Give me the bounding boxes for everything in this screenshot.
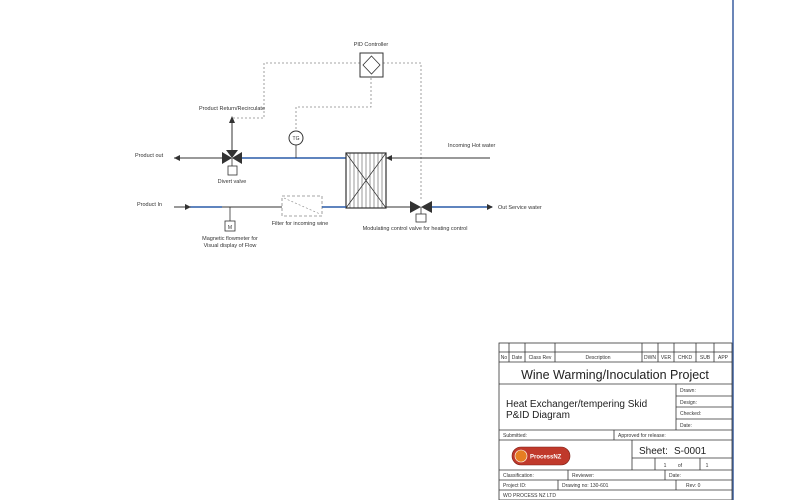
product-return: Product Return/Recirculate	[199, 106, 265, 150]
heat-exchanger	[345, 152, 387, 209]
left-arrow-icon	[386, 155, 392, 161]
logo-text: ProcessNZ	[530, 455, 562, 461]
product-in-line: Product In	[137, 202, 282, 210]
sheet-of: of	[678, 463, 683, 469]
signal-to-modulating-valve	[383, 62, 422, 200]
service-water-outlet: Out Service water	[386, 204, 542, 211]
title-block	[498, 342, 733, 500]
flowmeter-label-line2: Visual display of Flow	[204, 243, 257, 249]
sheet-count-right: 1	[706, 463, 709, 469]
date2-label: Date:	[669, 473, 681, 479]
product-out-label: Product out	[135, 153, 164, 159]
temperature-gauge: TG	[288, 130, 304, 158]
project-id-label: Project ID:	[503, 483, 526, 489]
design-label: Design:	[680, 400, 697, 406]
project-title: Wine Warming/Inoculation Project	[521, 368, 709, 382]
rev-header: DWN	[644, 355, 656, 361]
drawing-title-line1: Heat Exchanger/tempering Skid	[506, 399, 647, 410]
signal-from-gauge	[295, 78, 372, 132]
modulating-valve-actuator	[415, 213, 427, 223]
pid-controller-label: PID Controller	[354, 42, 389, 48]
out-service-water-label: Out Service water	[498, 205, 542, 211]
control-signal-lines	[231, 62, 422, 200]
drawn-label: Drawn:	[680, 388, 696, 394]
rev-header: Date	[512, 355, 523, 361]
incoming-hot-water-label: Incoming Hot water	[448, 143, 496, 149]
svg-text:M: M	[228, 225, 232, 231]
flowmeter-icon	[224, 220, 236, 232]
submitted-label: Submitted:	[503, 433, 527, 439]
pid-controller: PID Controller	[354, 42, 389, 78]
revision-headers: No Date Class Rev Description DWN VER CH…	[501, 355, 729, 361]
gauge-tag: TG	[293, 136, 300, 142]
filter-icon	[283, 197, 321, 215]
incoming-hot-water: Incoming Hot water	[386, 143, 496, 161]
divert-valve-label: Divert valve	[218, 179, 247, 185]
left-arrow-icon	[174, 155, 180, 161]
modulating-valve: Modulating control valve for heating con…	[363, 201, 468, 232]
sheet-label: Sheet:	[639, 446, 668, 457]
modulating-valve-label: Modulating control valve for heating con…	[363, 226, 468, 232]
product-return-label: Product Return/Recirculate	[199, 106, 265, 112]
checked-label: Checked:	[680, 411, 701, 417]
gauge-icon	[288, 130, 304, 146]
rev-header: VER	[661, 355, 672, 361]
company-logo: ProcessNZ	[511, 446, 571, 466]
rev-header: CHKD	[678, 355, 693, 361]
classification-label: Classification:	[503, 473, 534, 479]
flowmeter-label-line1: Magnetic flowmeter for	[202, 236, 258, 242]
up-arrow-icon	[229, 116, 235, 123]
rev-header: Class Rev	[529, 355, 552, 361]
filter-label: Filter for incoming wine	[272, 221, 329, 227]
right-arrow-icon	[185, 204, 191, 210]
rev-header: SUB	[700, 355, 711, 361]
footer-text: WO PROCESS NZ LTD	[503, 493, 556, 499]
pid-controller-diamond-icon	[362, 55, 381, 75]
sheet-count-left: 1	[664, 463, 667, 469]
rev-header: Description	[585, 355, 610, 361]
divert-valve-actuator	[227, 165, 238, 176]
rev-header: APP	[718, 355, 729, 361]
filter: Filter for incoming wine	[272, 195, 329, 227]
product-out-line: Product out	[135, 153, 222, 161]
date-label: Date:	[680, 423, 692, 429]
rev-label: Rev: 0	[686, 483, 701, 489]
reviewer-label: Reviewer:	[572, 473, 594, 479]
drawing-no-label: Drawing no: 130-601	[562, 483, 609, 489]
logo-mark-icon	[514, 449, 528, 463]
magnetic-flowmeter: M Magnetic flowmeter for Visual display …	[202, 207, 258, 249]
product-in-label: Product In	[137, 202, 162, 208]
drawing-title-line2: P&ID Diagram	[506, 410, 570, 421]
right-arrow-icon	[487, 204, 493, 210]
divert-valve: Divert valve	[218, 150, 247, 185]
pid-controller-box	[359, 52, 384, 78]
approved-label: Approved for release:	[618, 433, 666, 439]
rev-header: No	[501, 355, 508, 361]
sheet-value: S-0001	[674, 446, 707, 457]
